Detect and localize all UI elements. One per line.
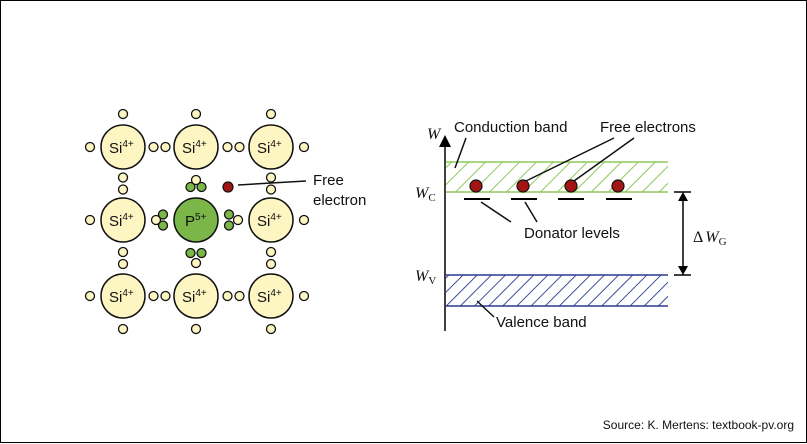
valence-electron [265, 108, 277, 120]
wv-label: WV [415, 268, 436, 287]
conduction-band [446, 162, 668, 192]
source-credit: Source: K. Mertens: textbook-pv.org [602, 418, 794, 432]
valence-electron [185, 181, 196, 193]
silicon-label: Si4+ [182, 139, 207, 157]
conduction-electron [516, 179, 530, 193]
valence-electron [234, 141, 245, 153]
valence-electron [117, 108, 129, 120]
valence-electron [190, 174, 202, 186]
valence-electron [265, 172, 277, 183]
conduction-band-label: Conduction band [454, 119, 567, 136]
silicon-label: Si4+ [109, 139, 134, 157]
valence-electron [190, 257, 202, 269]
valence-electron [265, 246, 277, 258]
phosphorus-atom [173, 197, 219, 243]
valence-electron [84, 141, 96, 153]
donator-levels-label: Donator levels [524, 225, 620, 242]
valence-electron [222, 141, 233, 153]
valence-electron [117, 258, 129, 270]
free-electrons [469, 179, 625, 193]
silicon-atom [248, 273, 294, 319]
valence-electron [148, 290, 159, 302]
silicon-label: Si4+ [257, 288, 282, 306]
silicon-atom [100, 124, 146, 170]
conduction-electron [469, 179, 483, 193]
valence-band-label: Valence band [496, 314, 587, 331]
valence-electron [232, 214, 244, 226]
valence-electron [298, 141, 310, 153]
valence-electron [190, 108, 202, 120]
conduction-electron [611, 179, 625, 193]
free-electron-label-line2: electron [313, 192, 366, 209]
valence-electron [117, 184, 129, 195]
phosphorus-label: P5+ [185, 212, 207, 230]
silicon-atom [100, 197, 146, 243]
valence-electron [265, 258, 277, 270]
silicon-label: Si4+ [257, 212, 282, 230]
silicon-label: Si4+ [109, 212, 134, 230]
silicon-atom [248, 124, 294, 170]
valence-electron [84, 290, 96, 302]
valence-electron [117, 246, 129, 258]
valence-electron [234, 290, 245, 302]
silicon-atom [100, 273, 146, 319]
free-electron-pointer [237, 180, 307, 186]
valence-electron [157, 209, 169, 220]
valence-electron [157, 220, 169, 231]
valence-electron [190, 323, 202, 335]
valence-electron [196, 247, 207, 259]
valence-electron [160, 141, 171, 153]
silicon-atom [248, 197, 294, 243]
silicon-label: Si4+ [257, 139, 282, 157]
valence-electron [160, 290, 171, 302]
conduction-electron [564, 179, 578, 193]
valence-electron [265, 323, 277, 335]
valence-electron [117, 323, 129, 335]
w-axis-label: W [427, 126, 442, 143]
silicon-atom [173, 124, 219, 170]
valence-electron [185, 247, 196, 259]
valence-electron [298, 214, 310, 226]
valence-electron [223, 209, 235, 220]
silicon-atom [173, 273, 219, 319]
valence-electron [148, 141, 159, 153]
valence-electron [222, 290, 233, 302]
valence-electron [196, 181, 207, 193]
valence-band [446, 275, 668, 306]
silicon-label: Si4+ [109, 288, 134, 306]
valence-electron [84, 214, 96, 226]
wc-label: WC [415, 185, 436, 204]
valence-electron [265, 184, 277, 195]
free-electrons-label: Free electrons [600, 119, 696, 136]
valence-electron [117, 172, 129, 183]
free-electron-label-line1: Free [313, 172, 344, 189]
valence-electron [298, 290, 310, 302]
crystal-lattice: Si4+ Si4+ Si4+ Si4+ P5+ Si4+ Si4+ Si4+ Si4+ [84, 108, 310, 335]
valence-electron [223, 220, 235, 231]
valence-electron [150, 214, 162, 226]
lattice-free-electron [222, 181, 234, 193]
silicon-label: Si4+ [182, 288, 207, 306]
